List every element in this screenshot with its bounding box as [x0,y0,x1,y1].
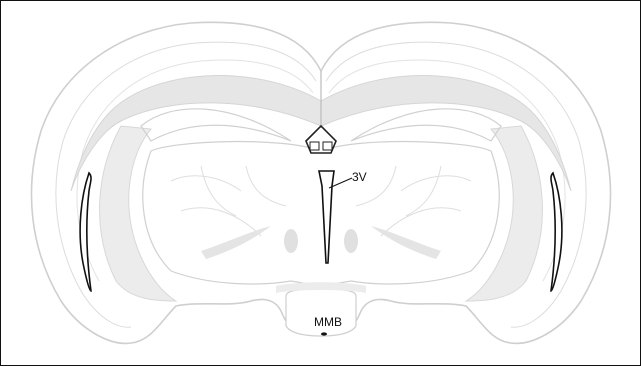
fibre-blob-left [284,229,298,253]
medial-mammillary-label: MMB [314,316,342,328]
third-ventricle-label: 3V [352,171,367,183]
mammillary-recess [321,332,327,335]
fibre-blob-right [344,229,358,253]
